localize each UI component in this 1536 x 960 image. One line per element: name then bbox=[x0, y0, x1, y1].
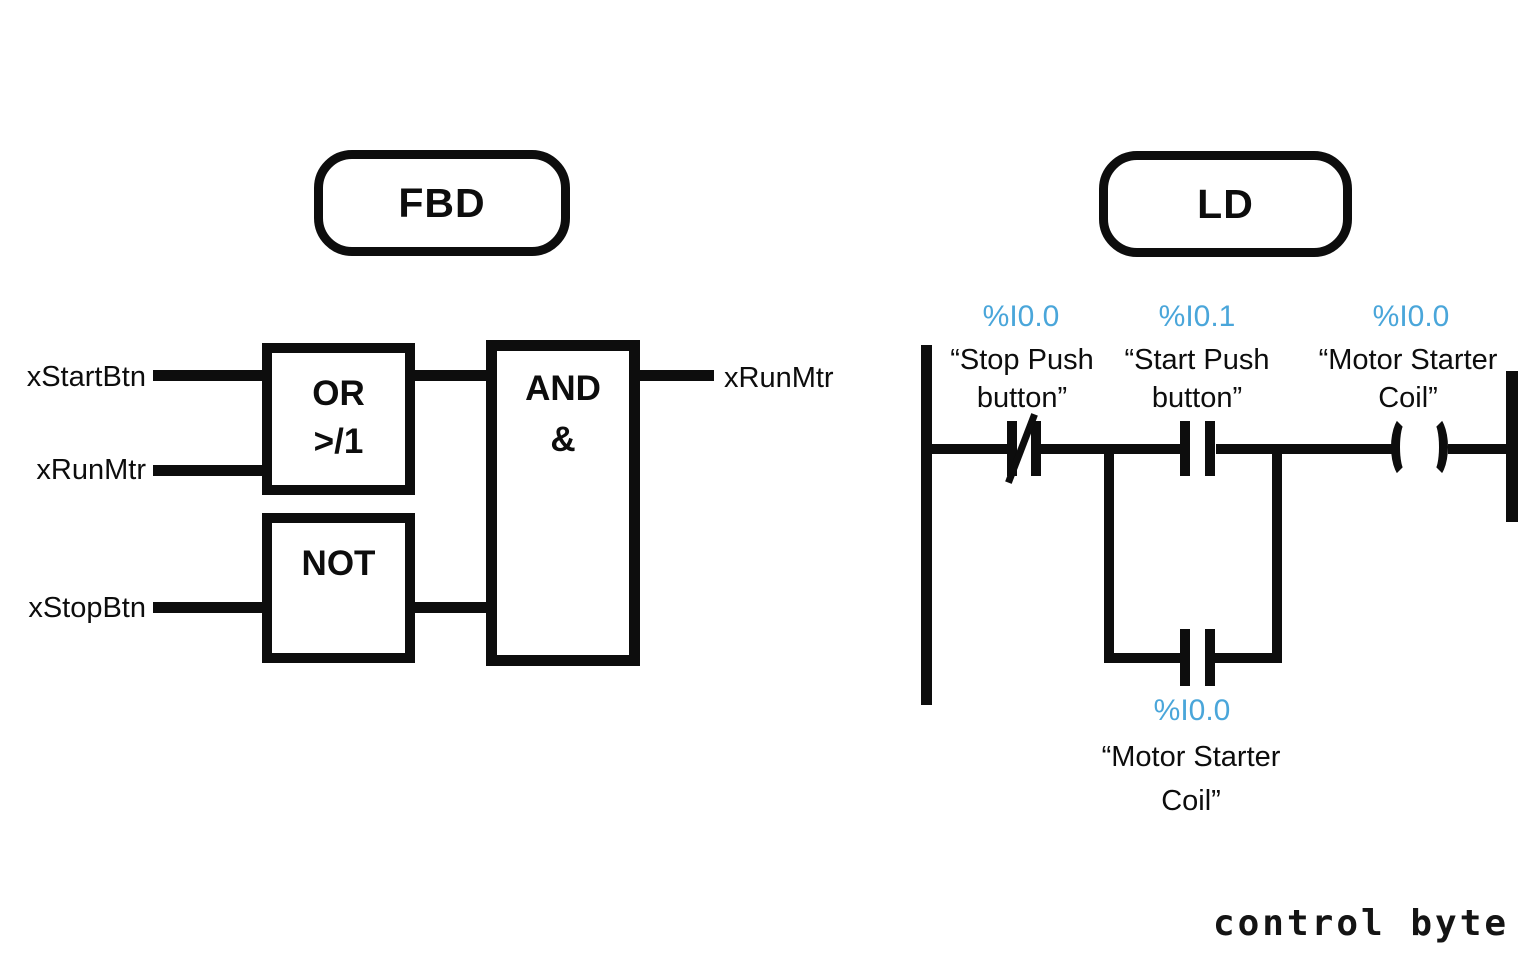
and-block-label: AND bbox=[525, 369, 601, 408]
rung-segment-no-to-coil bbox=[1216, 444, 1392, 454]
ld-title-box: LD bbox=[1099, 151, 1352, 257]
rung-segment-coil-to-rail bbox=[1448, 444, 1506, 454]
fbd-input-label-xstartbtn: xStartBtn bbox=[26, 361, 146, 393]
coil-right-paren bbox=[1420, 415, 1448, 479]
address-label-seal-in: %I0.0 bbox=[1153, 694, 1231, 727]
branch-no-contact-left-bar bbox=[1180, 629, 1190, 686]
branch-segment-right bbox=[1215, 653, 1282, 663]
not-block-label: NOT bbox=[301, 544, 376, 583]
tag-label-start-line2: button” bbox=[1151, 382, 1243, 414]
fbd-input-label-xrunmtr: xRunMtr bbox=[36, 454, 146, 486]
and-block-symbol: & bbox=[550, 420, 576, 459]
fbd-output-label-xrunmtr: xRunMtr bbox=[724, 362, 834, 394]
or-block-symbol: >/1 bbox=[313, 422, 364, 461]
branch-no-contact-right-bar bbox=[1205, 629, 1215, 686]
rung-segment-rail-to-nc bbox=[930, 444, 1008, 454]
left-power-rail bbox=[921, 345, 932, 705]
tag-label-seal-in-line2: Coil” bbox=[1161, 785, 1221, 817]
wire-not-to-and bbox=[412, 602, 487, 613]
control-byte-logo: control byte bbox=[1212, 903, 1510, 944]
no-contact-right-bar bbox=[1205, 421, 1215, 476]
wire-and-to-output bbox=[637, 370, 714, 381]
no-contact-left-bar bbox=[1180, 421, 1190, 476]
wire-xstartbtn-to-or bbox=[153, 370, 263, 381]
nc-contact-left-bar bbox=[1007, 421, 1017, 476]
tag-label-coil: “Motor Starter Coil” bbox=[1298, 341, 1518, 417]
branch-segment-left bbox=[1104, 653, 1180, 663]
fbd-title-box: FBD bbox=[314, 150, 570, 256]
address-label-coil: %I0.0 bbox=[1372, 300, 1450, 333]
tag-label-coil-line2: Coil” bbox=[1378, 382, 1438, 414]
or-block: OR >/1 bbox=[262, 343, 415, 495]
tag-label-start: “Start Push button” bbox=[1087, 341, 1307, 417]
wire-xstopbtn-to-not bbox=[153, 602, 263, 613]
tag-label-seal-in: “Motor Starter Coil” bbox=[1081, 735, 1301, 823]
wire-or-to-and bbox=[412, 370, 487, 381]
not-block: NOT bbox=[262, 513, 415, 663]
or-block-label: OR bbox=[312, 374, 365, 413]
coil-left-paren bbox=[1391, 415, 1419, 479]
tag-label-start-line1: “Start Push bbox=[1124, 344, 1270, 376]
nc-contact-right-bar bbox=[1031, 421, 1041, 476]
tag-label-seal-in-line1: “Motor Starter bbox=[1101, 741, 1281, 773]
tag-label-stop: “Stop Push button” bbox=[912, 341, 1132, 417]
and-block: AND & bbox=[486, 340, 640, 666]
tag-label-stop-line2: button” bbox=[976, 382, 1068, 414]
wire-xrunmtr-to-or bbox=[153, 465, 263, 476]
fbd-input-label-xstopbtn: xStopBtn bbox=[28, 592, 146, 624]
branch-right-vertical bbox=[1272, 444, 1282, 663]
tag-label-stop-line1: “Stop Push bbox=[950, 344, 1094, 376]
fbd-title: FBD bbox=[398, 179, 486, 226]
ld-title: LD bbox=[1197, 180, 1254, 227]
right-power-rail bbox=[1506, 371, 1518, 522]
address-label-start: %I0.1 bbox=[1158, 300, 1236, 333]
address-label-stop: %I0.0 bbox=[982, 300, 1060, 333]
tag-label-coil-line1: “Motor Starter bbox=[1318, 344, 1498, 376]
branch-left-vertical bbox=[1104, 444, 1114, 663]
